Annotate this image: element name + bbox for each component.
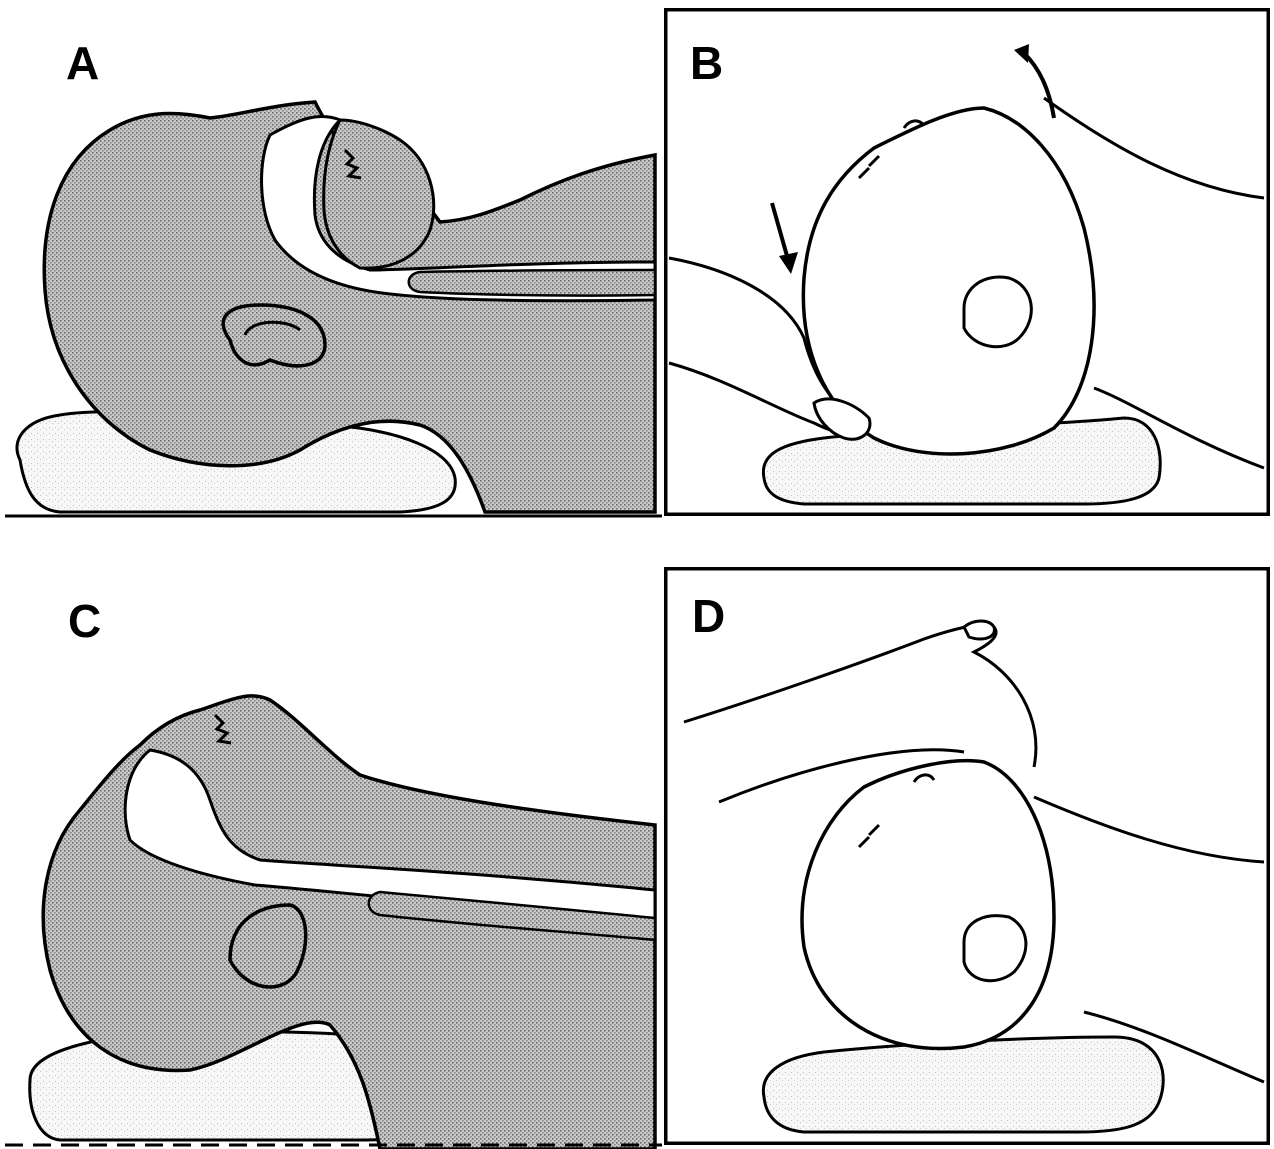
panel-a-illustration	[0, 0, 662, 522]
panel-label-d: D	[692, 593, 725, 639]
panel-c-cross-section-extended: C	[0, 570, 662, 1149]
panel-c-illustration	[0, 570, 662, 1149]
panel-b-head-tilt: B	[664, 8, 1270, 516]
panel-a-cross-section-neutral: A	[0, 0, 662, 522]
panel-b-illustration	[664, 8, 1270, 516]
panel-label-a: A	[66, 40, 99, 86]
pillow-d	[763, 1037, 1163, 1132]
trachea-a	[409, 270, 655, 296]
panel-d-jaw-thrust: D	[664, 567, 1270, 1145]
panel-d-illustration	[664, 567, 1270, 1145]
panel-label-b: B	[690, 40, 723, 86]
fingertip-d	[964, 621, 994, 639]
tongue-a	[324, 120, 434, 268]
panel-label-c: C	[68, 598, 101, 644]
